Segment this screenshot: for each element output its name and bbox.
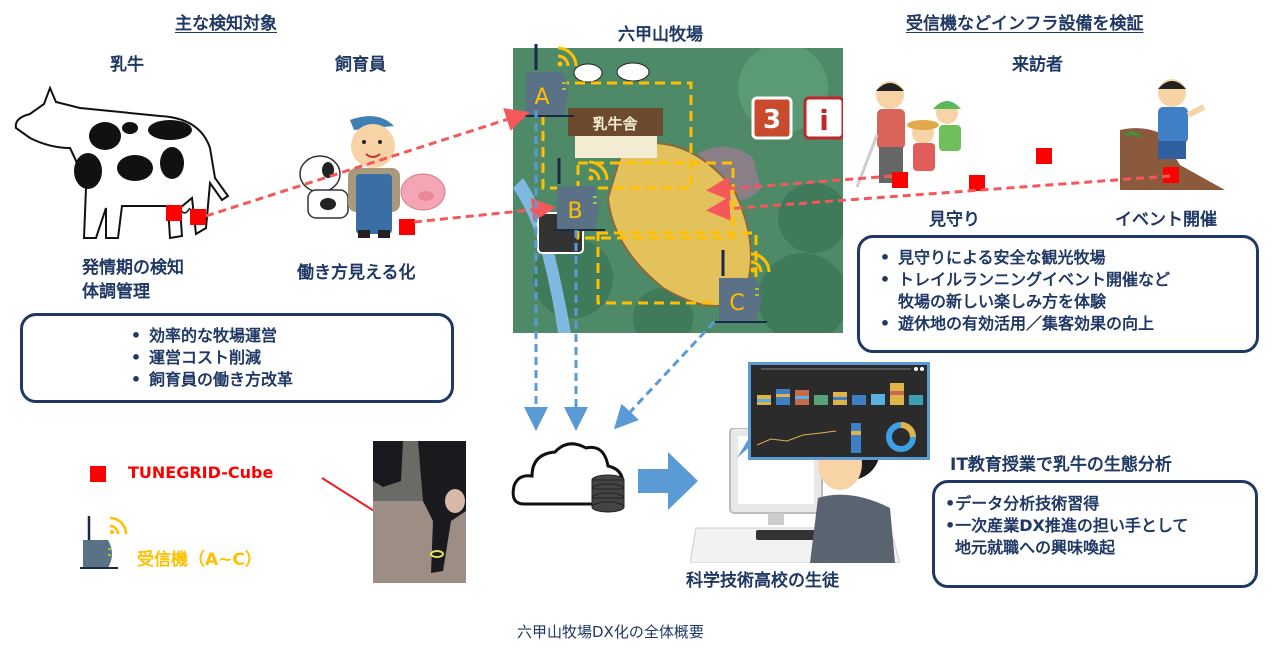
receiver-icon: A [522,44,578,117]
cube-legend-marker [90,466,106,482]
education-heading: IT教育授業で乳牛の生態分析 [950,455,1172,475]
benefit-item: •運営コスト削減 [130,348,262,367]
leg-sensor-band [430,550,444,558]
keeper-label: 飼育員 [335,55,386,75]
cow-caption: 発情期の検知 体調管理 [82,256,184,304]
event-caption: イベント開催 [1115,210,1217,230]
analytics-dashboard-screenshot [748,362,930,460]
zone-c [596,231,758,305]
map-river [513,178,571,333]
education-box: •データ分析技術習得 •一次産業DX推進の担い手として 地元就職への興味喚起 [932,480,1258,588]
cube-legend-label: TUNEGRID-Cube [128,463,274,482]
map-barn-wall [575,136,657,158]
keeper-illustration [299,116,446,238]
dashboard-line-chart [756,430,837,446]
zone-a [541,81,693,190]
visitor-sensor-marker [892,172,908,188]
visitor-sensor-marker [969,175,985,191]
runner-sensor-marker [1163,167,1179,183]
right-section-heading: 受信機などインフラ設備を検証 [906,14,1144,34]
benefit-item: 牧場の新しい楽しみ方を体験 [898,292,1107,311]
flow-arrow-icon [638,452,698,510]
receiver-a: A [522,42,582,126]
runner-to-map-link [706,174,1171,221]
benefit-item: •見守りによる安全な観光牧場 [879,248,1106,267]
receiver-legend-label: 受信機（A~C） [137,550,262,570]
map-sign-info [803,96,843,140]
benefit-item: •効率的な牧場運営 [130,326,278,345]
cow-leg-sensor-photo [373,441,466,583]
watch-caption: 見守り [929,210,980,230]
left-benefits-box: •効率的な牧場運営 •運営コスト削減 •飼育員の働き方改革 [20,313,454,403]
visitor-to-map-link [706,174,893,201]
education-item: •データ分析技術習得 [945,494,1100,513]
right-benefits-box: •見守りによる安全な観光牧場 •トレイルランニングイベント開催など 牧場の新しい… [857,235,1259,353]
receiver-c: C [715,248,775,332]
svg-text:i: i [819,104,829,137]
benefit-item: •遊休地の有効活用／集客効果の向上 [879,314,1155,333]
svg-text:3: 3 [763,105,781,135]
receiver-letter: B [567,199,582,224]
receiver-letter: A [534,85,549,110]
map-sign-number [751,96,793,140]
student-caption: 科学技術高校の生徒 [686,571,839,591]
cow-caption-line: 体調管理 [82,282,150,302]
map-barn-roof [568,108,663,136]
keeper-caption: 働き方見える化 [297,263,416,283]
receiver-letter: C [729,291,744,316]
dashboard-single-bar [851,423,861,453]
receiver-legend-icon [80,516,128,569]
benefit-item: •トレイルランニングイベント開催など [879,270,1171,289]
dashboard-charts [751,365,927,457]
cow-label: 乳牛 [110,55,144,75]
receiver-icon: B [553,158,609,231]
cow-sensor-marker [190,209,206,225]
cow-caption-line: 発情期の検知 [82,258,184,278]
keeper-sensor-marker [399,219,415,235]
education-item: 地元就職への興味喚起 [955,538,1116,557]
education-item: •一次産業DX推進の担い手として [945,516,1189,535]
dashboard-stacked-bars [757,383,923,405]
trail-runner-illustration [1120,79,1225,190]
cow-sensor-marker [166,205,182,221]
figure-caption: 六甲山牧場DX化の全体概要 [517,623,704,641]
visitor-label: 来訪者 [1012,55,1063,75]
keeper-to-receiver-b-link [413,197,556,224]
visitor-sensor-marker [1036,148,1052,164]
cow-to-receiver-a-link [205,108,530,218]
receiver-b: B [553,156,613,240]
dairy-cow-illustration [14,85,230,240]
receiver-icon: C [715,250,771,323]
cloud-database-icon [511,442,625,513]
center-section-heading: 六甲山牧場 [618,25,703,45]
map-barn-label: 乳牛舎 [592,115,638,133]
benefit-item: •飼育員の働き方改革 [130,370,294,389]
receiver-c-uplink [613,320,716,430]
left-section-heading: 主な検知対象 [175,14,277,34]
